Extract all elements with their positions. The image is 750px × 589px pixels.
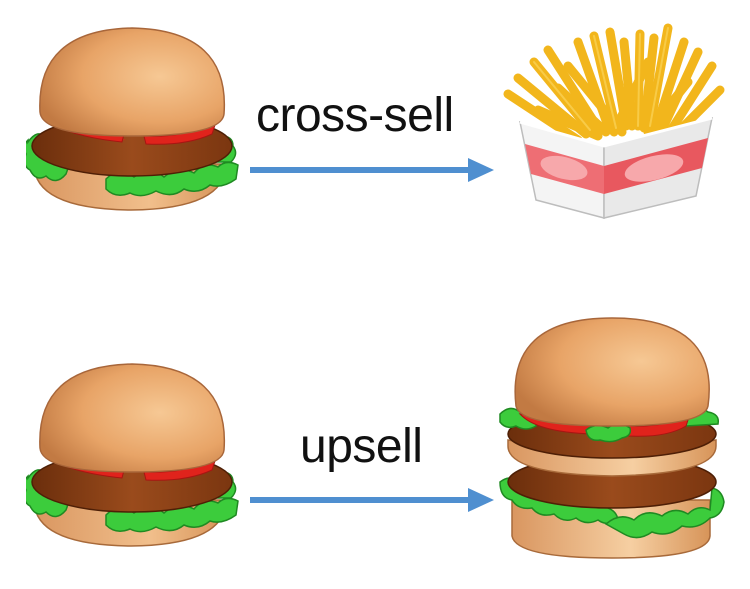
arrow-right-icon (248, 486, 496, 514)
upsell-label: upsell (300, 420, 423, 473)
arrow-right-icon (248, 156, 496, 184)
cross-sell-label: cross-sell (256, 89, 454, 142)
burger-icon (26, 24, 242, 214)
fries-icon (498, 22, 734, 226)
burger-icon (26, 360, 242, 550)
double-burger-icon (496, 314, 730, 560)
